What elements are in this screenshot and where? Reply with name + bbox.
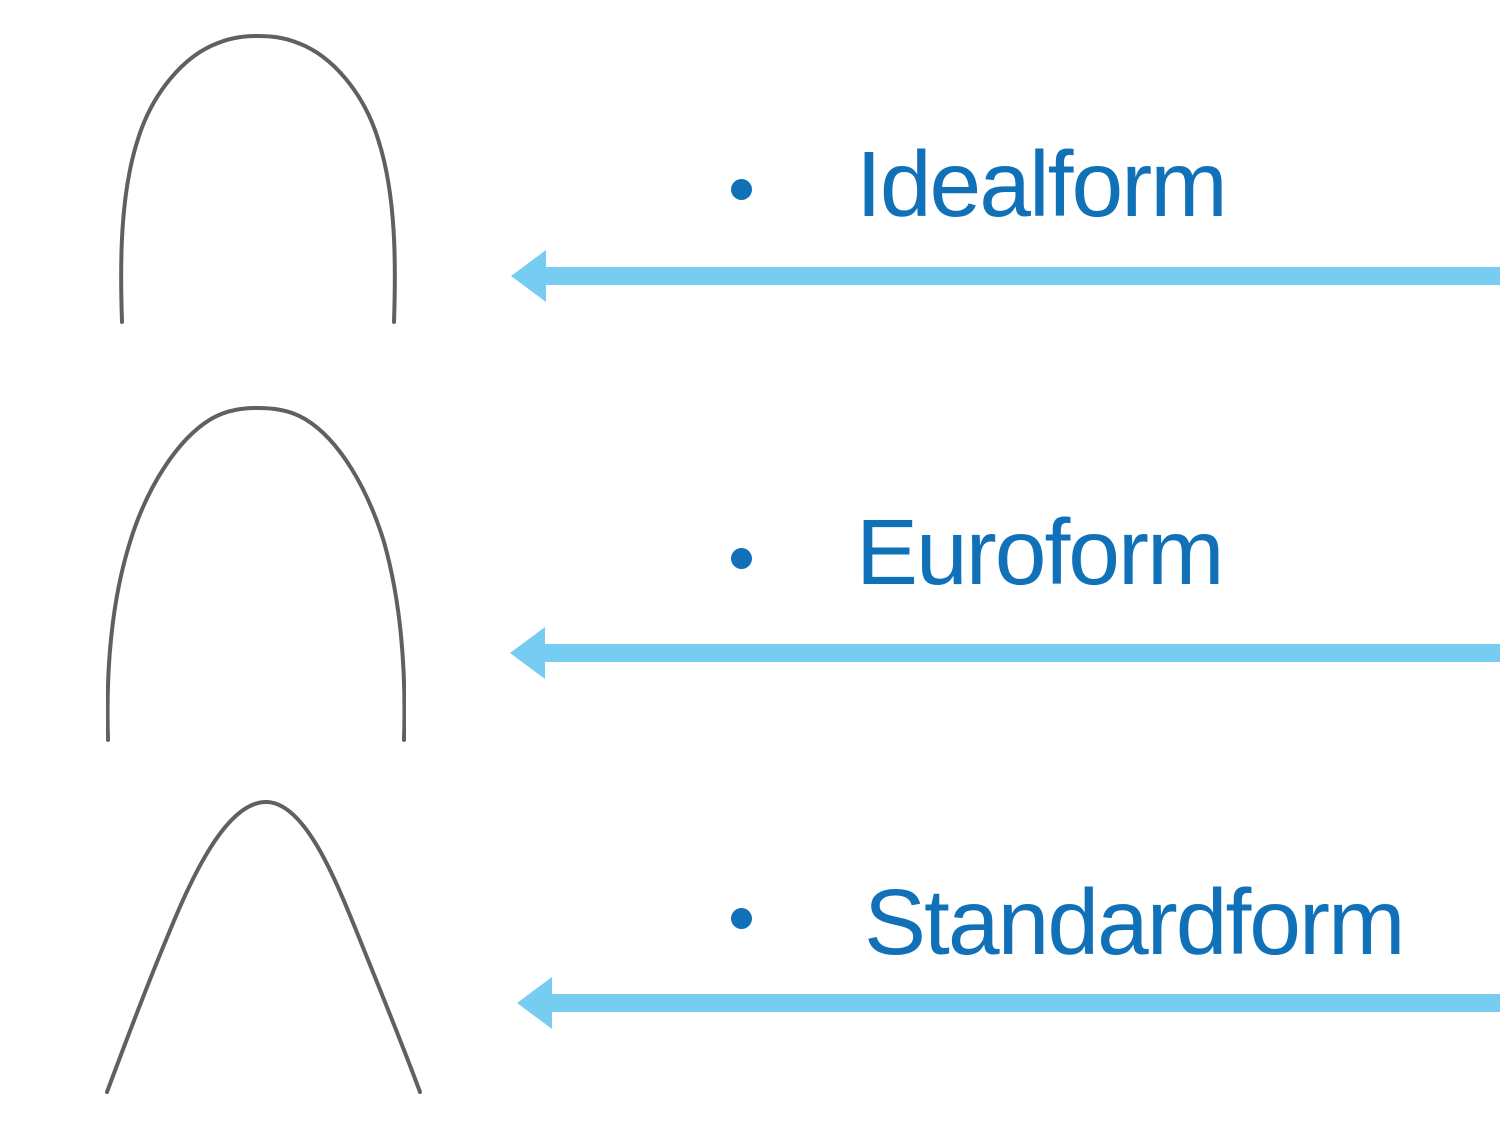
- euroform-archwire-icon: [106, 406, 406, 742]
- bullet-icon: [731, 548, 752, 569]
- bullet-icon: [731, 908, 752, 929]
- standardform-archwire-icon: [105, 799, 422, 1094]
- bullet-icon: [731, 179, 752, 200]
- standardform-label: Standardform: [864, 870, 1405, 974]
- left-arrow-icon: [517, 977, 1500, 1029]
- idealform-label: Idealform: [856, 132, 1228, 236]
- left-arrow-icon: [510, 627, 1500, 679]
- left-arrow-icon: [511, 250, 1500, 302]
- idealform-archwire-icon: [119, 34, 397, 324]
- euroform-label: Euroform: [856, 500, 1224, 604]
